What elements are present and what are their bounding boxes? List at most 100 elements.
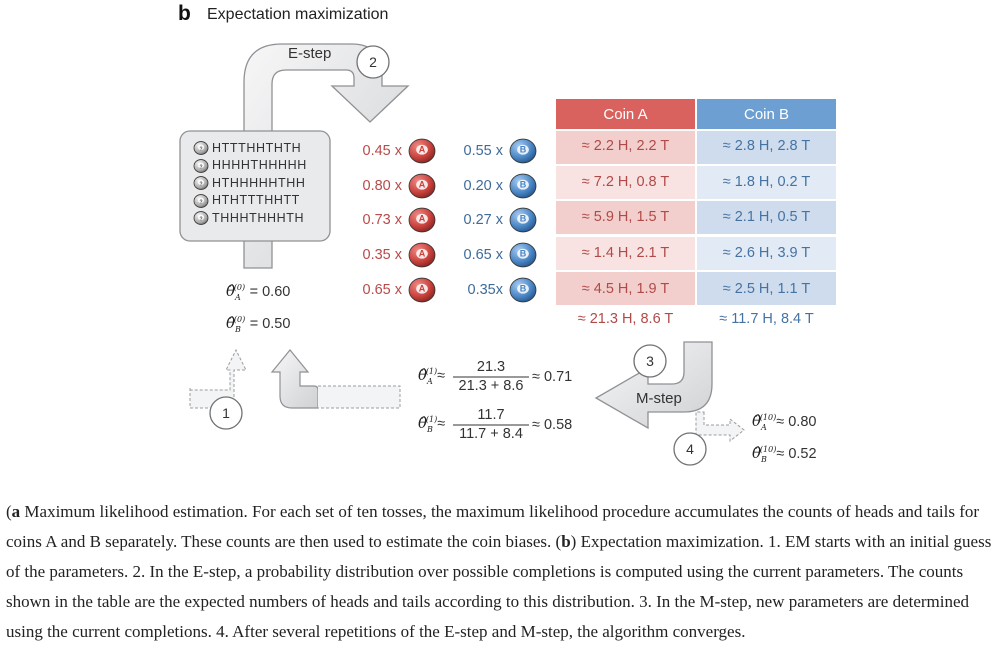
tosses-row-4: HTHTTTHHTT [212,193,300,207]
row-bg-b-2 [697,166,836,199]
coin-a-icon-row-4: A [408,242,436,268]
cell-a-row-1: ≈ 2.2 H, 2.2 T [581,138,670,154]
caption-a-text: Maximum likelihood estimation. For each … [6,502,980,551]
cell-a-row-2: ≈ 7.2 H, 0.8 T [581,174,670,190]
weight-a-row-3: 0.73 x [362,212,403,228]
coin-b-icon-row-1-letter: B [520,145,527,155]
coin-b-icon-row-1: B [509,138,537,164]
weight-b-row-1: 0.55 x [463,143,504,159]
coin-b-icon-row-5-letter: B [520,284,527,294]
unknown-coin-icon-row-2-letter: ? [199,164,202,170]
cell-b-row-2: ≈ 1.8 H, 0.2 T [722,174,811,190]
initial-guess-arrow [189,348,247,409]
caption-b-label: b [561,532,571,551]
step-1-circle [209,396,243,430]
row-bg-b-3 [697,201,836,234]
unknown-coin-icon-row-2: ? [193,159,209,173]
weight-b-row-4: 0.65 x [463,247,504,263]
tosses-row-5: THHHTHHHTH [212,211,305,225]
unknown-coin-icon-row-3-letter: ? [199,181,202,187]
tosses-row-1: HTTTHHTHTH [212,141,302,155]
update-a-numerator: 21.3 [476,359,506,375]
initial-theta-a-value: = 0.60 [249,284,291,300]
coin-a-icon-row-5-letter: A [419,284,426,294]
step-3-number: 3 [646,353,654,369]
header-coin-b-bg [697,99,836,129]
unknown-coin-icon-row-5: ? [193,211,209,225]
figure-title: Expectation maximization [207,6,389,23]
weight-b-row-5: 0.35x [467,282,503,298]
e-step-label: E-step [288,45,332,62]
final-theta-a: θ̂A(10)≈ 0.80 [752,412,817,432]
caption-b-text: ) Expectation maximization. 1. EM starts… [6,532,992,641]
header-coin-a: Coin A [603,106,648,123]
step-2-circle [356,45,390,79]
row-bg-a-5 [556,272,695,305]
update-b-result: ≈ 0.58 [532,417,573,433]
step-3-circle [633,344,667,378]
m-step-arrow [594,341,713,430]
weight-a-row-2: 0.80 x [362,178,403,194]
caption-a-label: a [11,502,21,521]
m-step-label: M-step [636,390,682,407]
row-bg-b-5 [697,272,836,305]
row-bg-a-2 [556,166,695,199]
coin-b-icon-row-4-letter: B [520,249,527,259]
figure-label: b [178,2,191,25]
weight-a-row-4: 0.35 x [362,247,403,263]
coin-b-icon-row-2: B [509,173,537,199]
weight-a-row-1: 0.45 x [362,143,403,159]
cell-b-row-5: ≈ 2.5 H, 1.1 T [722,281,811,297]
unknown-coin-icon-row-4-letter: ? [199,199,202,205]
initial-theta-b-value: = 0.50 [249,316,291,332]
tosses-row-3: HTHHHHHTHH [212,176,306,190]
step-4-circle [673,432,707,466]
update-theta-a-symbol: θ̂A(1)≈ [418,366,446,386]
coin-a-icon-row-3: A [408,207,436,233]
initial-theta-a: θ̂A(0) = 0.60 [226,282,290,302]
feedback-arrow-tail [318,385,401,409]
cell-b-row-3: ≈ 2.1 H, 0.5 T [722,209,811,225]
header-coin-a-bg [556,99,695,129]
unknown-coin-icon-row-4: ? [193,194,209,208]
update-b-numerator: 11.7 [477,407,505,423]
coin-a-icon-row-1-letter: A [419,145,426,155]
weight-a-row-5: 0.65 x [362,282,403,298]
unknown-coin-icon-row-5-letter: ? [199,216,202,222]
row-bg-a-3 [556,201,695,234]
converge-arrow [695,411,745,443]
feedback-arrow [270,349,319,409]
final-theta-b: θ̂B(10)≈ 0.52 [752,444,817,464]
cell-a-row-5: ≈ 4.5 H, 1.9 T [581,281,670,297]
coin-a-icon-row-4-letter: A [419,249,426,259]
update-theta-b-symbol: θ̂B(1)≈ [418,414,446,434]
total-a: ≈ 21.3 H, 8.6 T [577,311,674,327]
cell-a-row-3: ≈ 5.9 H, 1.5 T [581,209,670,225]
coin-b-icon-row-2-letter: B [520,180,527,190]
step-2-number: 2 [369,54,377,70]
row-bg-b-1 [697,131,836,164]
figure-caption: (a Maximum likelihood estimation. For ea… [6,502,992,641]
update-a-denominator: 21.3 + 8.6 [458,378,524,394]
coin-a-icon-row-2-letter: A [419,180,426,190]
coin-a-icon-row-1: A [408,138,436,164]
initial-theta-b: θ̂B(0) = 0.50 [226,314,290,334]
cell-a-row-4: ≈ 1.4 H, 2.1 T [581,245,670,261]
update-b-denominator: 11.7 + 8.4 [459,426,523,442]
unknown-coin-icon-row-1: ? [193,141,209,155]
weight-b-row-3: 0.27 x [463,212,504,228]
update-a-result: ≈ 0.71 [532,369,573,385]
theta-hat-a-symbol: θ̂A(0) [226,282,246,302]
step-1-number: 1 [222,405,230,421]
unknown-coin-icon-row-1-letter: ? [199,146,202,152]
cell-b-row-4: ≈ 2.6 H, 3.9 T [722,245,811,261]
unknown-coin-icon-row-3: ? [193,176,209,190]
coin-a-icon-row-2: A [408,173,436,199]
coin-a-icon-row-5: A [408,277,436,303]
cell-b-row-1: ≈ 2.8 H, 2.8 T [722,138,811,154]
coin-b-icon-row-5: B [509,277,537,303]
row-bg-a-1 [556,131,695,164]
row-bg-b-4 [697,237,836,270]
row-bg-a-4 [556,237,695,270]
